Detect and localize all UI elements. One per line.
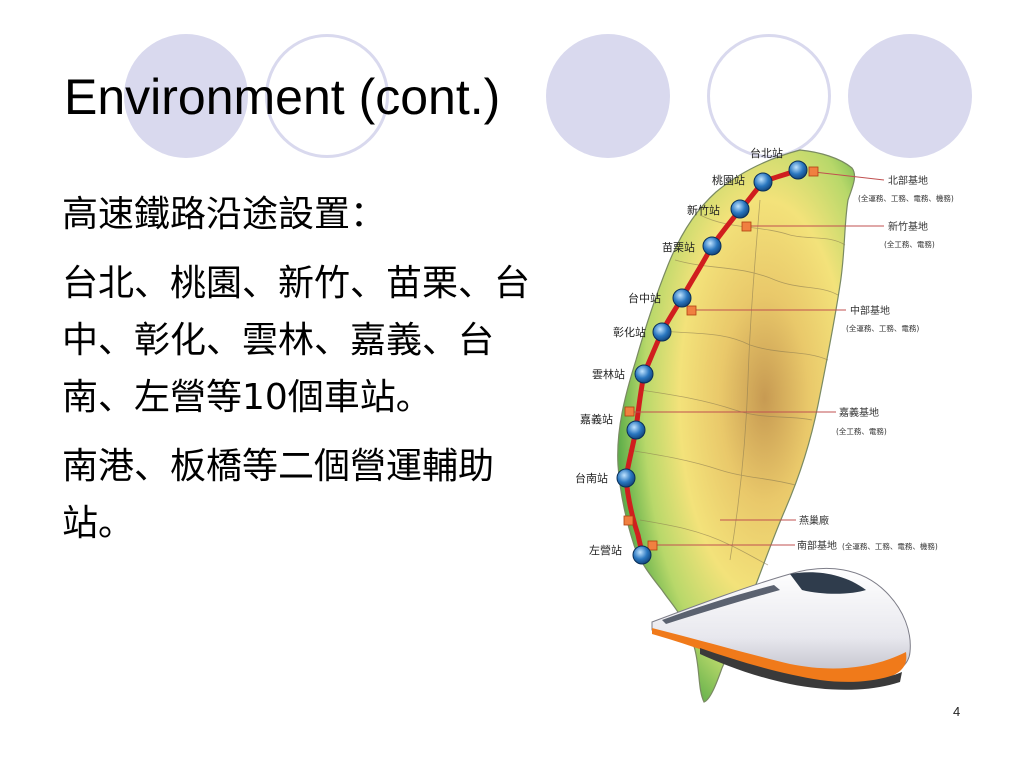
base-desc-chiayi: (全工務、電務) <box>836 426 887 436</box>
station-marker-changhua <box>652 322 672 342</box>
station-marker-yunlin <box>634 364 654 384</box>
decorative-circle-4 <box>707 34 831 158</box>
station-label-chiayi: 嘉義站 <box>580 412 613 426</box>
paragraph-1: 高速鐵路沿途設置： <box>62 194 387 235</box>
station-marker-hsinchu <box>730 199 750 219</box>
base-name-chiayi: 嘉義基地 <box>839 406 879 419</box>
base-name-central: 中部基地 <box>850 304 890 317</box>
station-label-taoyuan: 桃園站 <box>712 173 745 187</box>
station-label-hsinchu: 新竹站 <box>687 203 720 217</box>
station-label-yunlin: 雲林站 <box>592 367 625 381</box>
base-desc-central: (全運務、工務、電務) <box>846 323 919 333</box>
base-name-north: 北部基地 <box>888 174 928 187</box>
hsr-train-illustration <box>651 567 911 690</box>
decorative-circle-5 <box>848 34 972 158</box>
base-connector-lines <box>628 171 885 546</box>
base-desc-south: (全運務、工務、電務、機務) <box>842 541 938 551</box>
station-label-zuoying: 左營站 <box>589 543 622 557</box>
train-skirt <box>700 648 902 690</box>
station-labels: 台北站 桃園站 新竹站 苗栗站 台中站 彰化站 雲林站 嘉義站 台南站 左營站 <box>575 146 783 557</box>
station-marker-taipei <box>788 160 808 180</box>
station-marker-taichung <box>672 288 692 308</box>
depot-label: 燕巢廠 <box>799 514 829 527</box>
base-markers <box>623 166 819 551</box>
page-number: 4 <box>953 704 961 719</box>
decorative-circle-3 <box>546 34 670 158</box>
base-name-south: 南部基地 <box>797 539 837 552</box>
station-label-tainan: 台南站 <box>575 471 608 485</box>
slide-title: Environment (cont.) <box>64 69 501 125</box>
station-marker-taoyuan <box>753 172 773 192</box>
station-label-taipei: 台北站 <box>750 146 783 160</box>
station-markers <box>616 160 808 565</box>
station-label-miaoli: 苗栗站 <box>662 240 695 254</box>
base-labels: 北部基地 (全運務、工務、電務、機務) 新竹基地 (全工務、電務) 中部基地 (… <box>797 174 954 552</box>
base-desc-north: (全運務、工務、電務、機務) <box>858 193 954 203</box>
paragraph-3: 南港、板橋等二個營運輔助站。 <box>62 446 495 544</box>
station-marker-miaoli <box>702 236 722 256</box>
train-side-windows <box>662 585 780 624</box>
train-orange-stripe <box>652 628 907 685</box>
train-windshield <box>790 572 866 594</box>
slide-body: 高速鐵路沿途設置： 台北、桃園、新竹、苗栗、台中、彰化、雲林、嘉義、台南、左營等… <box>62 186 562 564</box>
station-marker-tainan <box>616 468 636 488</box>
taiwan-island <box>617 149 856 703</box>
base-desc-hsinchu: (全工務、電務) <box>884 239 935 249</box>
station-marker-chiayi <box>626 420 646 440</box>
paragraph-2: 台北、桃園、新竹、苗栗、台中、彰化、雲林、嘉義、台南、左營等10個車站。 <box>62 263 531 418</box>
station-marker-zuoying <box>632 545 652 565</box>
decorative-circle-2 <box>265 34 389 158</box>
station-label-taichung: 台中站 <box>628 291 661 305</box>
base-name-hsinchu: 新竹基地 <box>888 220 928 233</box>
decorative-circle-1 <box>124 34 248 158</box>
station-label-changhua: 彰化站 <box>613 325 646 339</box>
